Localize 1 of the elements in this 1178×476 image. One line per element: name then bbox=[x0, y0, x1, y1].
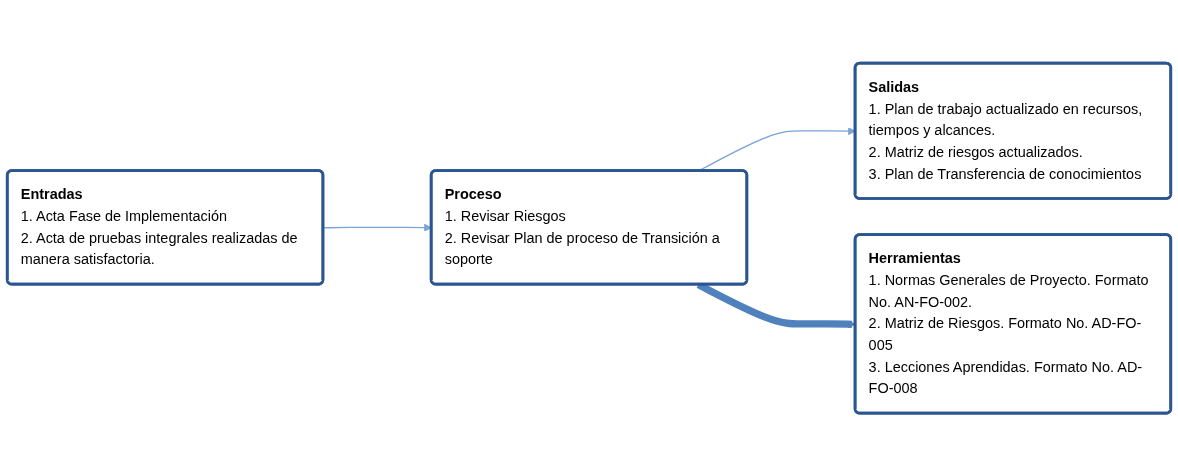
arrow bbox=[322, 223, 432, 232]
